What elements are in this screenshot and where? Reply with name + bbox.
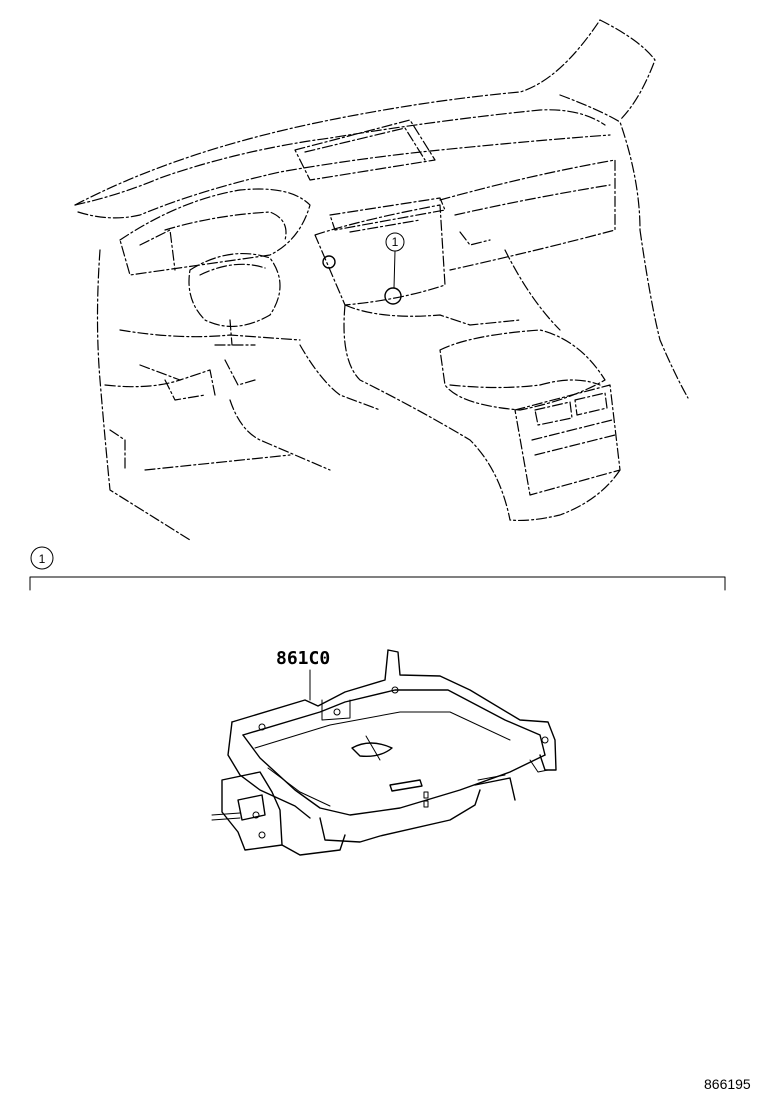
callout-circle <box>30 546 54 570</box>
diagram-reference-number: 866195 <box>704 1076 751 1092</box>
vehicle-interior-illustration: 1 <box>74 19 689 541</box>
callout-number: 1 <box>39 552 46 566</box>
wireless-charger-component <box>211 649 557 856</box>
svg-text:1: 1 <box>392 235 399 249</box>
part-number-label: 861C0 <box>276 648 331 669</box>
section-divider-bracket <box>29 576 726 591</box>
